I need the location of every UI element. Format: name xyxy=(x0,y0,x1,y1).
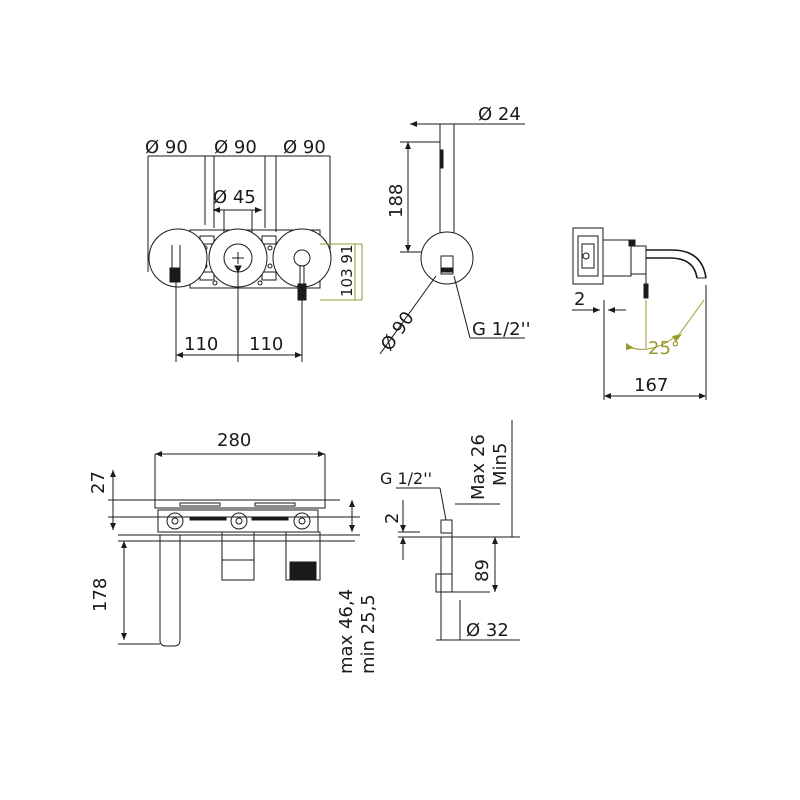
lever-handle xyxy=(297,283,307,301)
dim-section-thread: G 1/2'' xyxy=(380,469,432,488)
section-view: G 1/2'' Max 26 Min5 2 89 Ø 32 xyxy=(380,420,520,641)
dim-profile-offset: 2 xyxy=(574,289,585,310)
dim-section-max: Max 26 xyxy=(468,434,489,500)
dim-handshower-height: 188 xyxy=(386,184,407,218)
dim-section-min: Min5 xyxy=(490,443,511,486)
dim-spout-height: 178 xyxy=(90,578,111,612)
top-view: 280 27 178 max 46,4 min 25,5 xyxy=(88,430,379,674)
dim-section-diameter: Ø 32 xyxy=(466,620,509,641)
dim-section-offset: 2 xyxy=(382,513,403,524)
dim-right-diameter: Ø 90 xyxy=(283,137,326,158)
dim-center-diameter: Ø 45 xyxy=(213,187,256,208)
dim-spacing-right: 110 xyxy=(249,334,283,355)
side-view: Ø 24 188 Ø 90 G 1/2'' xyxy=(377,104,531,355)
right-plate xyxy=(272,228,332,288)
dim-projection: 167 xyxy=(634,375,668,396)
left-plate xyxy=(148,228,208,288)
dim-section-height: 89 xyxy=(472,559,493,582)
dim-left-diameter: Ø 90 xyxy=(145,137,188,158)
dim-range-max: max 46,4 xyxy=(336,589,357,674)
dim-body-width: 280 xyxy=(217,430,251,451)
dim-thread: G 1/2'' xyxy=(472,319,531,340)
profile-view: 2 25° 167 xyxy=(572,227,707,400)
dim-middle-diameter: Ø 90 xyxy=(214,137,257,158)
front-view: Ø 90 Ø 90 Ø 90 Ø 45 110 110 103 91 xyxy=(145,137,363,362)
dim-spacing-left: 110 xyxy=(184,334,218,355)
side-plate xyxy=(420,231,474,285)
dim-range-min: min 25,5 xyxy=(358,594,379,674)
dim-handshower-diameter: Ø 24 xyxy=(478,104,521,125)
dim-plate-diameter: Ø 90 xyxy=(377,308,419,355)
dim-spout-angle: 25° xyxy=(648,338,680,359)
dim-body-depth: 27 xyxy=(88,471,109,494)
spout-outlet xyxy=(169,267,181,283)
dim-handle: 103 91 xyxy=(338,245,356,298)
